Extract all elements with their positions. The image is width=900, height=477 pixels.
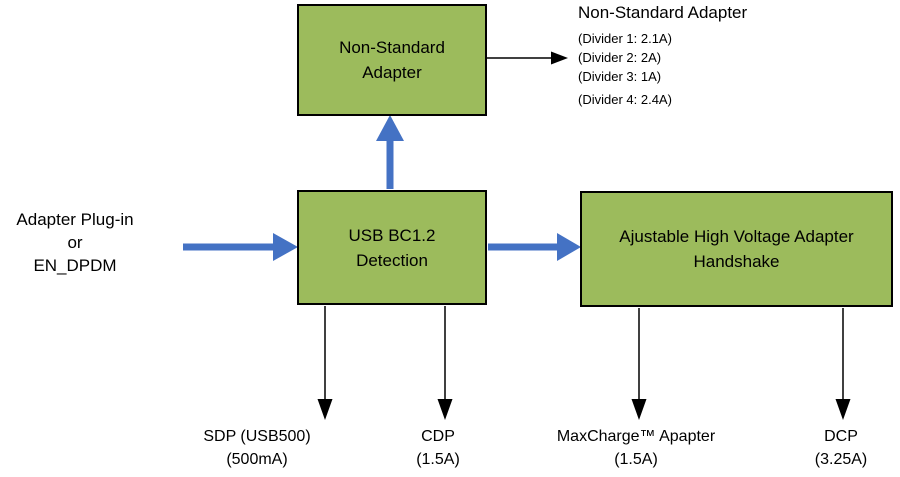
- output-current: (1.5A): [614, 451, 658, 468]
- arrow-bc12-to-sdp: [317, 306, 333, 420]
- box-label-line: Ajustable High Voltage Adapter: [619, 227, 854, 246]
- input-label-line: Adapter Plug-in: [16, 210, 134, 229]
- box-hv-adapter-handshake: Ajustable High Voltage Adapter Handshake: [580, 191, 893, 307]
- output-sdp: SDP (USB500) (500mA): [157, 425, 357, 471]
- arrow-bc12-to-cdp: [437, 306, 453, 420]
- box-label: Ajustable High Voltage Adapter Handshake: [619, 224, 853, 274]
- output-name: CDP: [421, 428, 455, 445]
- output-dcp: DCP (3.25A): [761, 425, 900, 471]
- output-name: SDP (USB500): [203, 428, 311, 445]
- output-current: (3.25A): [814, 451, 868, 468]
- box-non-standard-adapter: Non-Standard Adapter: [297, 4, 487, 116]
- annotation-divider-3: (Divider 3: 1A): [578, 69, 662, 84]
- annotation-divider-1: (Divider 1: 2.1A): [578, 31, 672, 46]
- box-label-line: Non-Standard: [339, 38, 445, 57]
- arrow-nonstandard-to-annotation: [487, 51, 568, 65]
- output-cdp: CDP (1.5A): [358, 425, 518, 471]
- arrow-hv-to-dcp: [835, 308, 851, 420]
- box-label-line: Handshake: [693, 252, 780, 271]
- arrow-bc12-to-nonstandard: [376, 115, 404, 189]
- output-maxcharge: MaxCharge™ Apapter (1.5A): [506, 425, 766, 471]
- box-label-line: USB BC1.2: [348, 225, 436, 245]
- input-label-line: EN_DPDM: [33, 256, 117, 275]
- non-standard-adapter-annotation: Non-Standard Adapter (Divider 1: 2.1A) (…: [578, 2, 747, 109]
- annotation-divider-2: (Divider 2: 2A): [578, 50, 662, 65]
- box-usb-bc12-detection: USB BC1.2 Detection: [297, 190, 487, 305]
- box-label-line: Detection: [356, 250, 428, 270]
- annotation-divider-4: (Divider 4: 2.4A): [578, 92, 672, 107]
- box-label-line: Adapter: [362, 63, 422, 82]
- output-name: MaxCharge™ Apapter: [556, 428, 716, 445]
- arrow-hv-to-maxcharge: [631, 308, 647, 420]
- arrow-bc12-to-hv: [488, 233, 581, 261]
- output-name: DCP: [824, 428, 858, 445]
- input-label-adapter-plugin: Adapter Plug-in or EN_DPDM: [0, 208, 150, 277]
- box-label: Non-Standard Adapter: [339, 35, 445, 85]
- output-current: (500mA): [226, 451, 288, 468]
- box-label: USB BC1.2 Detection: [349, 223, 436, 273]
- arrow-plugin-to-bc12: [183, 233, 298, 261]
- input-label-line: or: [67, 233, 83, 252]
- annotation-title: Non-Standard Adapter: [578, 3, 748, 22]
- output-current: (1.5A): [416, 451, 460, 468]
